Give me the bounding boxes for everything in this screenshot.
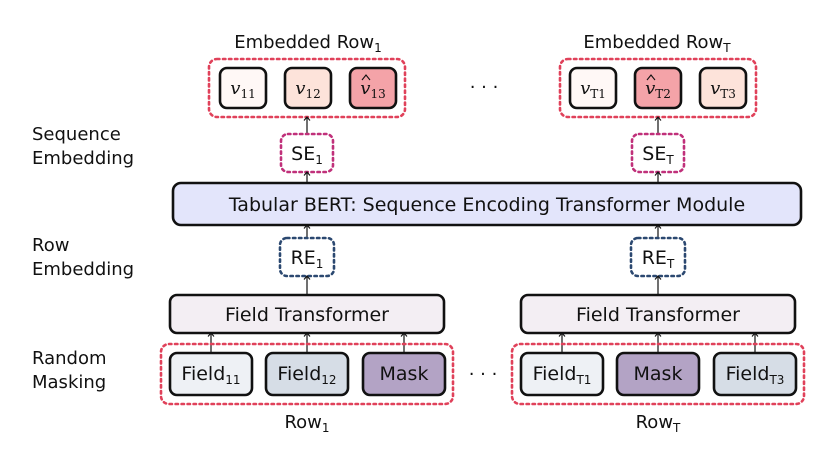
row-t-fields-1-label: FieldT1 <box>533 363 592 387</box>
row-t-fields-2-box <box>615 351 701 397</box>
embedded-row-1: v11 v12 v13 <box>218 66 398 110</box>
row-1-fields-3-box <box>361 351 447 397</box>
sequence-transformer-label: Tabular BERT: Sequence Encoding Transfor… <box>228 194 745 216</box>
row-1-fields-2-box <box>264 351 350 397</box>
top-ellipsis: · · · <box>470 77 499 98</box>
embedded-row-t-cell-2-hat-icon <box>646 74 656 81</box>
embedded-row-t-cell-3-box <box>698 66 748 110</box>
re-1-label: RE1 <box>291 247 324 271</box>
row-t-fields-2-label: Mask <box>634 363 683 385</box>
embedded-row-t-cell-1-label: vT1 <box>580 78 606 101</box>
row-1-label: Row1 <box>284 412 329 435</box>
row-1-fields-1-label: Field11 <box>181 363 240 387</box>
embedded-row-1-cell-1-label: v11 <box>230 78 255 101</box>
row-t-fields-3-box <box>712 351 798 397</box>
row-t-fields-3-label: FieldT3 <box>726 363 785 387</box>
row-1-fields-2-label: Field12 <box>277 363 336 387</box>
row-t-group <box>510 342 806 406</box>
embedded-row-t-cell-3-label: vT3 <box>710 78 736 101</box>
bottom-ellipsis: · · · <box>469 364 498 385</box>
row-t-fields: FieldT1 Mask FieldT3 <box>519 351 798 397</box>
row-1-group <box>159 342 455 406</box>
embedded-row-t-label: Embedded RowT <box>583 32 731 55</box>
embedded-row-1-cell-2-label: v12 <box>295 78 320 101</box>
embedded-row-1-cell-3-label: v13 <box>360 78 385 101</box>
embedded-row-1-cell-1-box <box>218 66 268 110</box>
embedded-row-1-cell-2-box <box>283 66 333 110</box>
re-t-label: RET <box>642 247 675 271</box>
row-1-fields-3-label: Mask <box>380 363 429 385</box>
field-transformer-1-label: Field Transformer <box>225 304 389 326</box>
embedded-row-1-cell-3-box <box>348 66 398 110</box>
se-t-label: SET <box>642 143 674 167</box>
row-1-fields: Field11 Field12 Mask <box>168 351 447 397</box>
row-t-fields-1-box <box>519 351 605 397</box>
embedded-row-1-label: Embedded Row1 <box>234 32 382 55</box>
embedded-row-t-cell-2-label: vT2 <box>645 78 671 101</box>
row-t-label: RowT <box>636 412 681 435</box>
re-t-box <box>629 236 687 278</box>
embedded-row-t-cell-1-box <box>568 66 618 110</box>
embedded-row-t-cell-2-box <box>633 66 683 110</box>
sequence-transformer-box <box>171 181 803 227</box>
field-transformer-t-label: Field Transformer <box>576 304 740 326</box>
embedded-row-1-cell-3-hat-icon <box>361 74 371 81</box>
embedded-row-t: vT1 vT2 vT3 <box>568 66 748 110</box>
re-1-box <box>278 236 336 278</box>
row-1-fields-1-box <box>168 351 254 397</box>
se-1-label: SE1 <box>291 143 323 167</box>
